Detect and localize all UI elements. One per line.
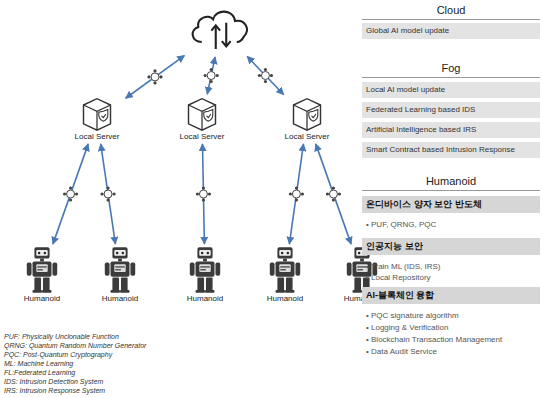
abbreviation-note: IDS: Intrusion Detection System [4, 378, 103, 387]
network-glyph [326, 186, 341, 201]
section-heading: Fog [362, 61, 540, 78]
bullet-item: • Train ML (IDS, IRS) [366, 262, 441, 272]
humanoid-node: Humanoid [17, 246, 67, 304]
node-text: Humanoid [180, 294, 230, 304]
link-arrow [207, 57, 215, 94]
bullet-item: • PUF, QRNG, PQC [366, 220, 436, 230]
network-glyph [196, 186, 211, 201]
node-text: Smart Contract based Intrusion Response [366, 145, 536, 155]
function-box: Global AI model update [362, 23, 540, 39]
function-box: Local AI model update [362, 82, 540, 98]
node-text: Federated Learning based IDS [366, 105, 536, 115]
network-glyph [204, 68, 219, 83]
section-bar: 인공지능 보안 [362, 238, 540, 255]
network-glyph [100, 186, 115, 201]
section-bar: 온디바이스 양자 보안 반도체 [362, 196, 540, 213]
node-text: Local Server [280, 132, 334, 142]
abbreviation-note: QRNG: Quantum Random Number Generator [4, 342, 146, 351]
bullet-item: • Data Audit Service [366, 347, 437, 357]
section-heading: Cloud [362, 3, 540, 20]
cloud-node [186, 3, 256, 55]
humanoid-node: Humanoid [95, 246, 145, 304]
link-arrow [316, 144, 351, 244]
node-text: 온디바이스 양자 보안 반도체 [366, 199, 536, 210]
node-text: Local Server [70, 132, 124, 142]
network-glyph [147, 69, 162, 84]
node-text: AI-블록체인 융합 [366, 290, 536, 301]
node-text: Humanoid [95, 294, 145, 304]
link-arrow [247, 56, 283, 94]
robot-icon [101, 246, 139, 294]
node-text: Local AI model update [366, 85, 536, 95]
abbreviation-note: IRS: Intrusion Response System [4, 387, 105, 396]
server-icon [184, 96, 220, 132]
abbreviation-note: PUF: Physically Unclonable Function [4, 333, 119, 342]
node-text: Local Server [175, 132, 229, 142]
section-heading: Humanoid [362, 174, 540, 191]
abbreviation-note: PQC: Post-Quantum Cryptography [4, 351, 112, 360]
section-bar: AI-블록체인 융합 [362, 287, 540, 304]
network-glyph [289, 186, 304, 201]
humanoid-node: Humanoid [180, 246, 230, 304]
bullet-item: • Blockchain Transaction Management [366, 335, 502, 345]
robot-icon [23, 246, 61, 294]
server-icon [289, 96, 325, 132]
local-server-node: Local Server [70, 96, 124, 142]
abbreviation-note: FL:Federated Learning [4, 369, 75, 378]
abbreviation-note: ML: Machine Learning [4, 360, 73, 369]
link-arrow [126, 56, 185, 99]
server-icon [79, 96, 115, 132]
bullet-item: • Local Repository [366, 273, 431, 283]
function-box: Federated Learning based IDS [362, 102, 540, 118]
robot-icon [266, 246, 304, 294]
link-arrow [53, 144, 88, 244]
robot-icon [186, 246, 224, 294]
local-server-node: Local Server [280, 96, 334, 142]
cloud-icon [186, 3, 256, 53]
humanoid-node: Humanoid [260, 246, 310, 304]
node-text: Artificial Intelligence based IRS [366, 125, 536, 135]
function-box: Smart Contract based Intrusion Response [362, 142, 540, 158]
bullet-item: • PQC signature algorithm [366, 311, 459, 321]
link-arrow [289, 144, 303, 244]
function-box: Artificial Intelligence based IRS [362, 122, 540, 138]
node-text: Humanoid [260, 294, 310, 304]
network-glyph [63, 186, 78, 201]
node-text: 인공지능 보안 [366, 241, 536, 252]
network-glyph [258, 68, 273, 83]
link-arrow [101, 144, 116, 244]
bullet-item: • Logging & Verification [366, 323, 448, 333]
node-text: Humanoid [17, 294, 67, 304]
local-server-node: Local Server [175, 96, 229, 142]
node-text: Global AI model update [366, 26, 536, 36]
